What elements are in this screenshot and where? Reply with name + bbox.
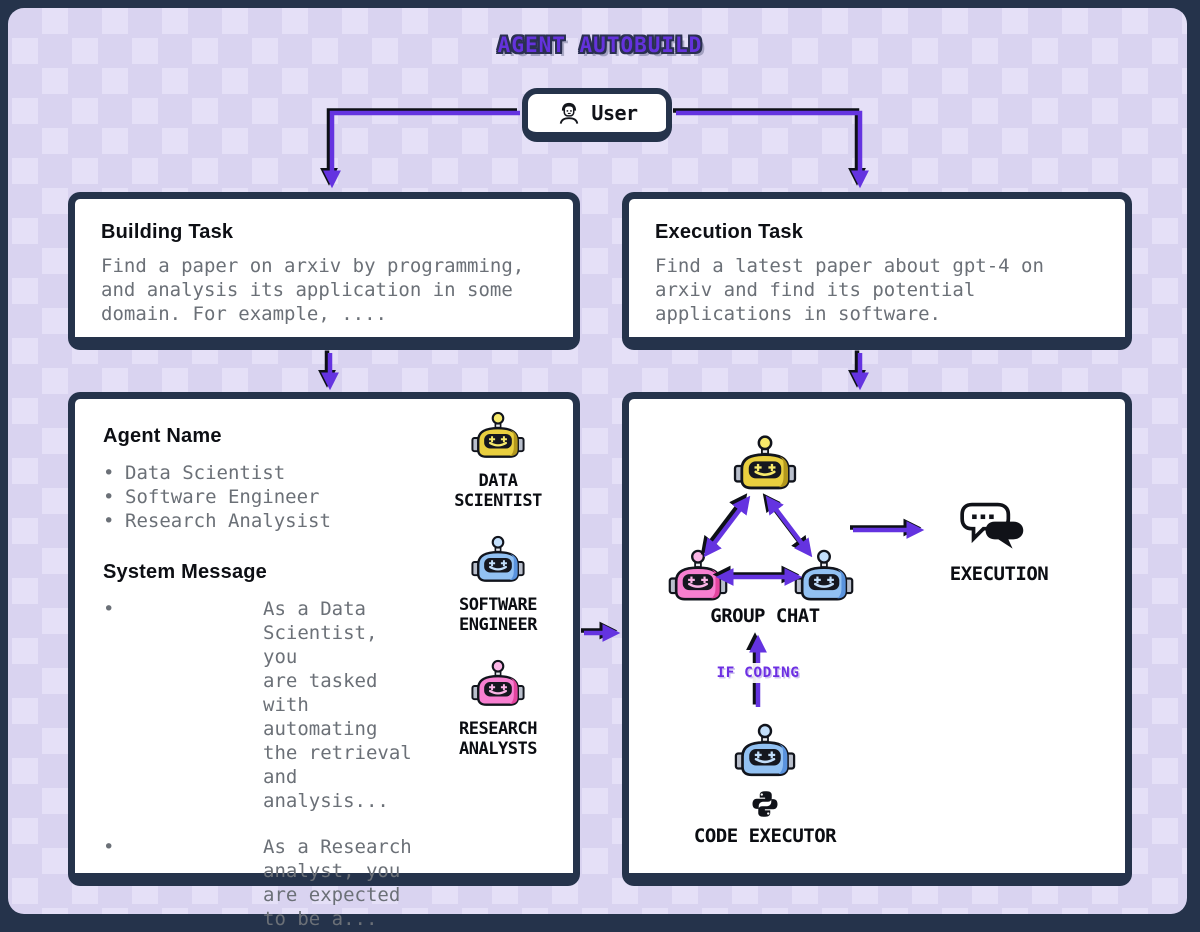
agent-name-heading: Agent Name [103, 425, 222, 447]
groupchat-robot-yellow-icon [731, 435, 799, 497]
list-item: •Research Analysist [103, 510, 331, 532]
agent-robot-column: DATA SCIENTIST SOFTWARE ENGINEER RESEARC… [423, 399, 573, 873]
robot-icon-yellow [469, 411, 527, 465]
robot-icon-blue [469, 535, 527, 589]
system-message-item: • As a Research analyst, you are expecte… [103, 836, 412, 930]
execution-task-box: Execution Task Find a latest paper about… [622, 192, 1132, 350]
building-task-box: Building Task Find a paper on arxiv by p… [68, 192, 580, 350]
execution-chat-bubbles-icon [959, 501, 1025, 555]
list-item: •Data Scientist [103, 462, 286, 484]
code-executor-robot-icon [732, 723, 798, 784]
robot-label: DATA SCIENTIST [454, 471, 542, 512]
building-task-body: Find a paper on arxiv by programming, an… [101, 255, 525, 325]
execution-flow-panel: GROUP CHAT EXECUTION CODE EXECUTOR [622, 392, 1132, 886]
list-item: •Software Engineer [103, 486, 320, 508]
agent-name-list: •Data Scientist •Software Engineer •Rese… [103, 461, 423, 533]
robot-label: RESEARCH ANALYSTS [459, 719, 537, 760]
robot-research-analysts: RESEARCH ANALYSTS [459, 659, 537, 759]
python-icon [750, 789, 780, 819]
user-node-label: User [591, 101, 638, 125]
user-icon [556, 100, 582, 126]
groupchat-robot-pink-icon [666, 549, 730, 608]
system-message-item: • As a Data Scientist, you are tasked wi… [103, 598, 412, 812]
agents-panel-text: Agent Name •Data Scientist •Software Eng… [75, 399, 423, 930]
robot-data-scientist: DATA SCIENTIST [454, 411, 542, 511]
execution-task-title: Execution Task [655, 221, 804, 243]
building-task-title: Building Task [101, 221, 234, 243]
user-node: User [522, 88, 672, 142]
diagram-title: AGENT AUTOBUILD [497, 33, 703, 57]
code-executor-label: CODE EXECUTOR [693, 825, 837, 847]
robot-icon-pink [469, 659, 527, 713]
robot-label: SOFTWARE ENGINEER [459, 595, 537, 636]
system-message-heading: System Message [103, 561, 268, 583]
if-coding-label: IF CODING [709, 663, 807, 683]
execution-label: EXECUTION [949, 563, 1049, 585]
execution-task-body: Find a latest paper about gpt-4 on arxiv… [655, 255, 1044, 325]
groupchat-robot-blue-icon [792, 549, 856, 608]
agents-panel: Agent Name •Data Scientist •Software Eng… [68, 392, 580, 930]
group-chat-label: GROUP CHAT [710, 605, 820, 627]
robot-software-engineer: SOFTWARE ENGINEER [459, 535, 537, 635]
